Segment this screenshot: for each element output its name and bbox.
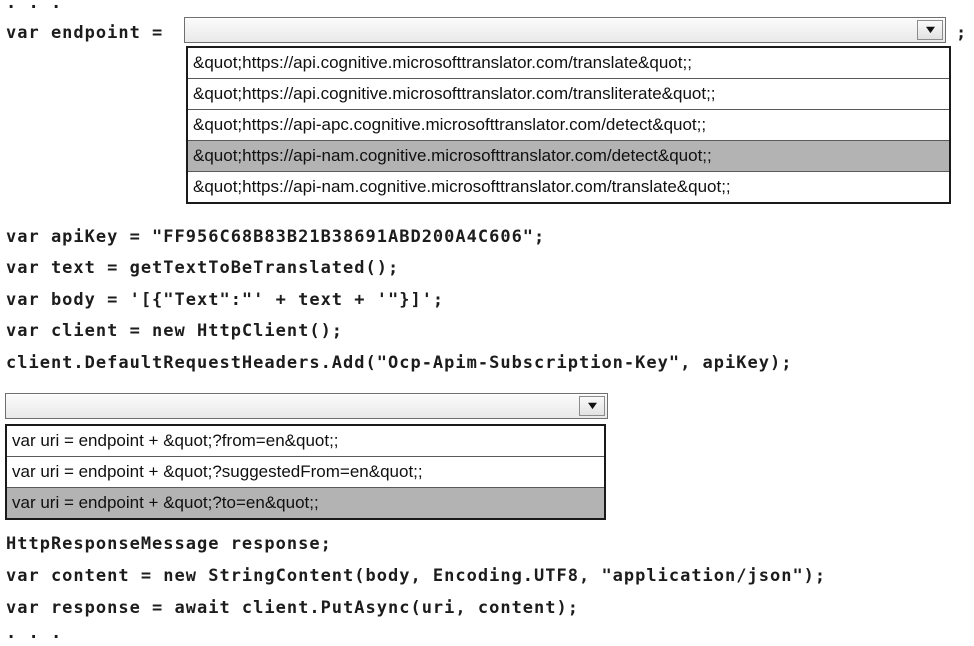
endpoint-dropdown-button[interactable]: ▼	[917, 20, 943, 40]
endpoint-options-list: &quot;https://api.cognitive.microsofttra…	[186, 46, 951, 204]
code-line-text: var text = getTextToBeTranslated();	[6, 258, 400, 278]
dropdown-option[interactable]: &quot;https://api-apc.cognitive.microsof…	[188, 110, 949, 141]
uri-options-list: var uri = endpoint + &quot;?from=en&quot…	[5, 424, 606, 520]
dropdown-option[interactable]: &quot;https://api.cognitive.microsofttra…	[188, 48, 949, 79]
chevron-down-icon: ▼	[584, 399, 600, 412]
code-line-apikey: var apiKey = "FF956C68B83B21B38691ABD200…	[6, 227, 546, 247]
code-endpoint-semicolon: ;	[956, 23, 968, 43]
code-line-body: var body = '[{"Text":"' + text + '"}]';	[6, 290, 445, 310]
chevron-down-icon: ▼	[922, 23, 938, 36]
code-line-headers: client.DefaultRequestHeaders.Add("Ocp-Ap…	[6, 353, 793, 373]
uri-dropdown-value	[8, 396, 577, 416]
code-line-client: var client = new HttpClient();	[6, 321, 344, 341]
code-line-putasync: var response = await client.PutAsync(uri…	[6, 598, 579, 618]
dropdown-option[interactable]: var uri = endpoint + &quot;?suggestedFro…	[7, 457, 604, 488]
code-line-content: var content = new StringContent(body, En…	[6, 566, 827, 586]
dropdown-option[interactable]: &quot;https://api.cognitive.microsofttra…	[188, 79, 949, 110]
dropdown-option[interactable]: &quot;https://api-nam.cognitive.microsof…	[188, 172, 949, 202]
uri-dropdown[interactable]: ▼	[5, 393, 608, 419]
uri-dropdown-button[interactable]: ▼	[579, 396, 605, 416]
ellipsis-top: . . .	[6, 0, 63, 13]
dropdown-option-selected[interactable]: var uri = endpoint + &quot;?to=en&quot;;	[7, 488, 604, 518]
endpoint-dropdown[interactable]: ▼	[184, 17, 946, 43]
dropdown-option[interactable]: var uri = endpoint + &quot;?from=en&quot…	[7, 426, 604, 457]
code-line-response-decl: HttpResponseMessage response;	[6, 534, 332, 554]
ellipsis-bottom: . . .	[6, 623, 63, 643]
code-line-endpoint-prefix: var endpoint =	[6, 23, 164, 43]
dropdown-option-selected[interactable]: &quot;https://api-nam.cognitive.microsof…	[188, 141, 949, 172]
endpoint-dropdown-value	[187, 20, 915, 40]
